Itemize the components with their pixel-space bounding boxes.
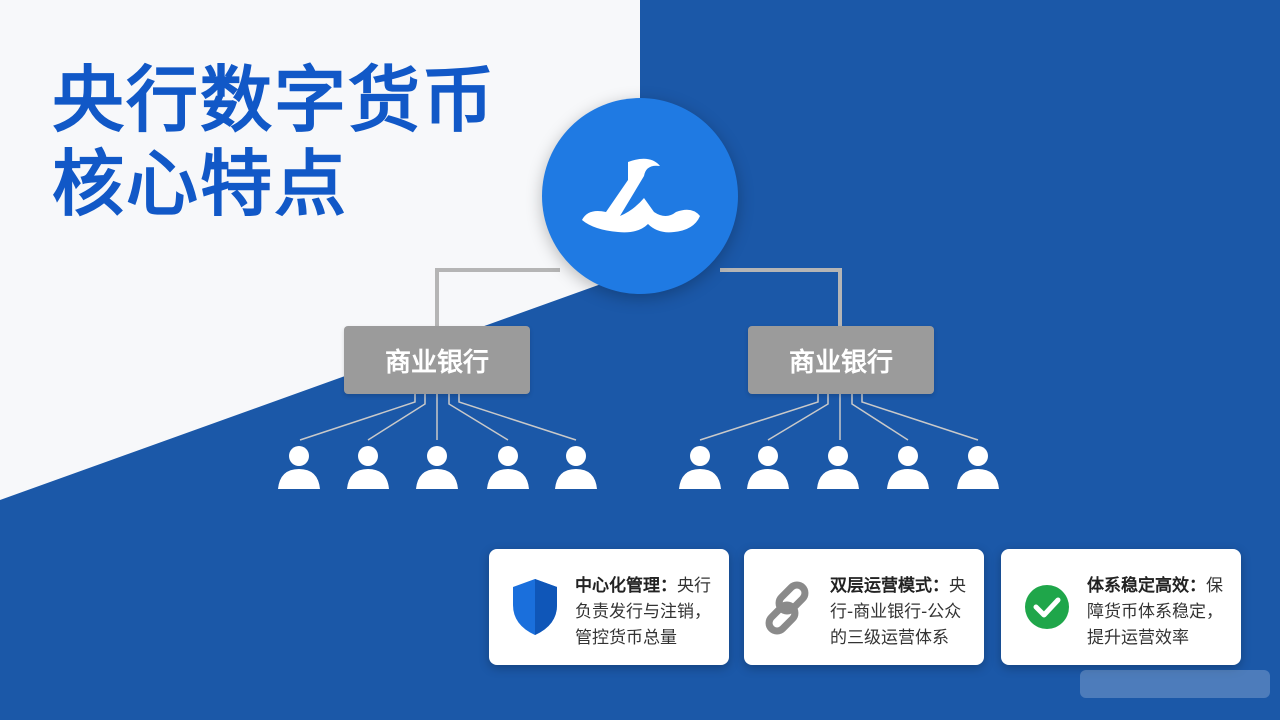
person-icon <box>887 446 929 489</box>
person-icon <box>555 446 597 489</box>
card-body: 央行-商业银行-公众的三级运营体系 <box>830 576 966 648</box>
commercial-bank-left: 商业银行 <box>344 326 530 394</box>
card-body: 央行负责发行与注销，管控货币总量 <box>575 576 711 648</box>
person-icon <box>278 446 320 489</box>
person-icon <box>747 446 789 489</box>
card-heading: 体系稳定高效： <box>1087 576 1206 596</box>
central-bank-emblem <box>542 98 738 294</box>
commercial-bank-right: 商业银行 <box>748 326 934 394</box>
person-icon <box>347 446 389 489</box>
pboc-logo-icon <box>582 158 700 233</box>
title-line-2: 核心特点 <box>52 142 349 226</box>
title-line-1: 央行数字货币 <box>52 58 497 142</box>
shield-icon <box>513 579 557 635</box>
card-heading: 中心化管理： <box>575 576 677 596</box>
person-icon <box>416 446 458 489</box>
blurred-watermark <box>1080 670 1270 698</box>
person-icon <box>679 446 721 489</box>
person-icon <box>817 446 859 489</box>
person-icon <box>957 446 999 489</box>
page-title: 央行数字货币 核心特点 <box>52 58 496 226</box>
feature-card-two-tier: 双层运营模式：央行-商业银行-公众的三级运营体系 <box>744 549 984 665</box>
chain-link-icon <box>765 581 809 635</box>
card-heading: 双层运营模式： <box>830 576 949 596</box>
feature-card-stable: 体系稳定高效：保障货币体系稳定，提升运营效率 <box>1001 549 1241 665</box>
check-circle-icon <box>1025 585 1069 629</box>
feature-card-centralized: 中心化管理：央行负责发行与注销，管控货币总量 <box>489 549 729 665</box>
person-icon <box>487 446 529 489</box>
card-body: 保障货币体系稳定，提升运营效率 <box>1087 576 1223 648</box>
